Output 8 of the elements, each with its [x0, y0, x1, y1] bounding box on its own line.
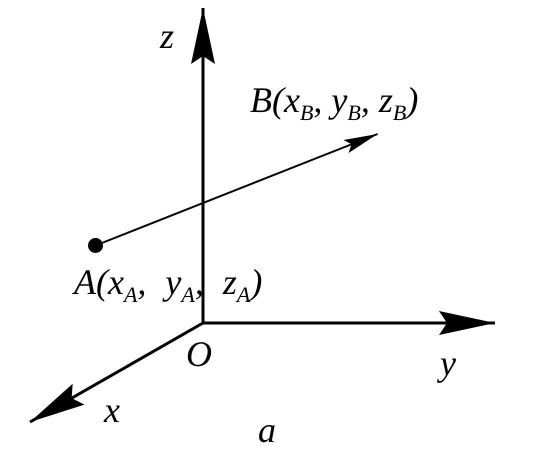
axis-label: z — [160, 18, 174, 54]
axis-label: x — [104, 392, 120, 428]
origin-label: O — [186, 336, 212, 372]
point-dot — [88, 238, 103, 253]
point-label: B(x$_{B}$, y$_{B}$, z$_{B}$) — [250, 82, 418, 124]
vector-arrow — [102, 133, 378, 244]
point-label: A(x$_{A}$, y$_{A}$, z$_{A}$) — [74, 264, 262, 306]
figure-caption: a — [258, 412, 276, 448]
